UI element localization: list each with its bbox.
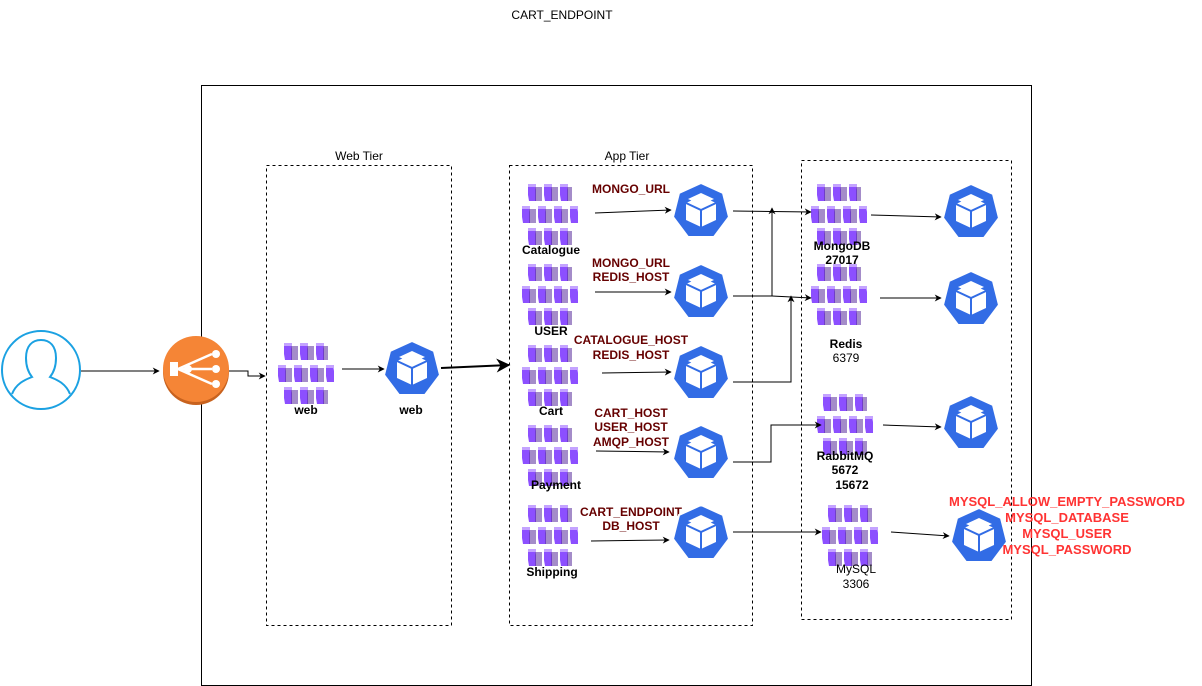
shipping-pod-icon [672,504,730,560]
cart-pod-icon [672,344,730,400]
mongodb-pod-icon [942,183,1000,239]
user-pod-icon [672,263,730,319]
edge-lb-to-web [229,370,266,380]
web-pod-icon [383,340,441,396]
app-service-label: Payment [531,478,581,492]
db-port: 6379 [833,351,860,365]
user-icon [1,330,81,410]
app-tier-box [509,165,753,626]
env-var-label: CART_HOST [594,406,668,420]
mongodb-service-icon [811,184,867,245]
catalogue-pod-icon [672,182,730,238]
edge-payment [595,448,670,456]
app-service-label: Cart [539,404,563,418]
app-service-label: Catalogue [522,243,580,257]
redis-service-icon [811,264,867,325]
mysql-pod-icon [950,507,1008,563]
edge-web-to-app [440,358,511,373]
mysql-service-icon [822,505,878,566]
edge-cart-to-redis [733,295,795,383]
db-label: MySQL [836,562,876,576]
env-var-label: DB_HOST [602,519,660,533]
rabbitmq-service-icon [817,394,873,455]
env-var-label: CART_ENDPOINT [580,505,683,519]
env-var-label: REDIS_HOST [593,348,670,362]
db-tier-box [801,160,1012,620]
mysql-env-label: MYSQL_ALLOW_EMPTY_PASSWORD [949,494,1185,509]
catalogue-service-icon [522,184,578,245]
payment-pod-icon [672,424,730,480]
db-port: 27017 [825,253,859,267]
redis-pod-icon [942,270,1000,326]
edge-catalogue [594,206,672,214]
db-port: 15672 [835,478,869,492]
edge-cart [601,368,672,376]
env-var-label: REDIS_HOST [593,270,670,284]
load-balancer-icon [163,336,229,405]
env-var-label: CATALOGUE_HOST [574,333,689,347]
shipping-service-icon [522,505,578,566]
user-service-icon [522,264,578,325]
env-var-label: MONGO_URL [592,182,670,196]
db-port: 5672 [832,463,859,477]
env-var-label: AMQP_HOST [593,435,670,449]
app-tier-label: App Tier [605,149,650,163]
web-pod-label: web [398,403,422,417]
env-var-label: MONGO_URL [592,256,670,270]
rabbitmq-pod-icon [942,394,1000,450]
app-service-label: USER [534,324,568,338]
web-tier-box [266,165,452,626]
env-var-label: USER_HOST [594,420,668,434]
db-label: Redis [830,337,863,351]
db-port: 3306 [843,577,870,591]
connectors [81,206,950,544]
edge-mysql-svc-to-pod [890,531,950,540]
mysql-env-label: MYSQL_DATABASE [1005,510,1129,525]
cart-service-icon [522,345,578,406]
web-service-cluster-icon [278,343,334,404]
app-service-label: Shipping [526,565,577,579]
payment-service-icon [522,425,578,486]
mysql-env-label: MYSQL_USER [1022,526,1112,541]
mysql-env-label: MYSQL_PASSWORD [1002,542,1131,557]
web-tier-label: Web Tier [335,149,383,163]
edge-rabbitmq-svc-to-pod [882,423,942,431]
edge-mongodb-svc-to-pod [870,213,942,221]
db-label: RabbitMQ [817,449,874,463]
edge-shipping [590,536,670,544]
edge-payment-to-rabbitmq [733,421,822,463]
web-service-label: web [293,403,317,417]
outer-boundary [201,85,1032,686]
db-label: MongoDB [814,239,871,253]
diagram-title: CART_ENDPOINT [511,8,613,22]
